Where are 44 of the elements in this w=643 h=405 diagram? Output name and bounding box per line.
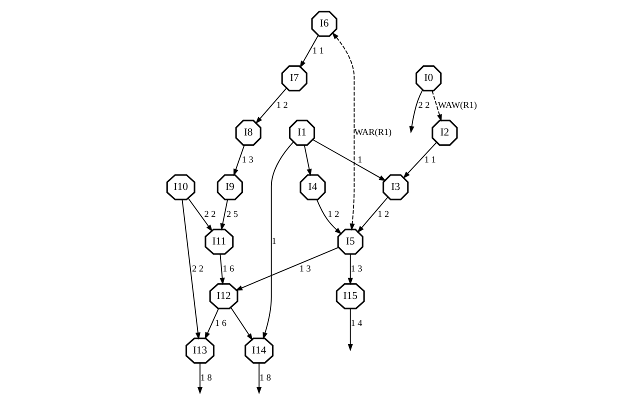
arrow bbox=[347, 308, 352, 352]
arrow bbox=[408, 89, 423, 134]
arrow bbox=[356, 196, 388, 234]
edge-label: 1 2 bbox=[327, 208, 339, 219]
arrow bbox=[230, 306, 252, 341]
edge-label: 1 2 bbox=[377, 208, 389, 219]
arrow bbox=[347, 254, 352, 286]
edge-label: 1 1 bbox=[424, 154, 436, 164]
edge-label: 1 3 bbox=[298, 263, 310, 274]
edge-label: WAR(R1) bbox=[354, 127, 392, 138]
edge-label: 2 5 bbox=[226, 208, 238, 219]
arrow bbox=[262, 142, 294, 340]
edge-label: 2 2 bbox=[418, 100, 430, 110]
edge-label: 1 2 bbox=[276, 100, 288, 110]
edge-label: 1 4 bbox=[350, 318, 362, 328]
edge-label: 1 bbox=[357, 154, 362, 164]
edge-label: 1 6 bbox=[214, 318, 226, 328]
edge-label: 1 bbox=[271, 236, 276, 246]
arrow bbox=[402, 142, 437, 179]
edge-label: 2 2 bbox=[191, 263, 203, 274]
arrow bbox=[181, 199, 200, 340]
edge-label: 1 8 bbox=[258, 372, 270, 382]
edge-label: 1 6 bbox=[222, 263, 234, 274]
arrow bbox=[431, 90, 442, 122]
edge-label: 1 1 bbox=[312, 45, 324, 56]
arrow bbox=[187, 198, 212, 232]
arrow bbox=[204, 308, 218, 340]
edge-label: 1 3 bbox=[350, 263, 362, 274]
arrow bbox=[299, 34, 318, 68]
arrow bbox=[303, 144, 312, 176]
edge-label: 2 2 bbox=[204, 208, 216, 219]
edge-label: 1 8 bbox=[200, 372, 212, 382]
edge-label: 1 3 bbox=[241, 154, 253, 164]
arrow bbox=[233, 144, 244, 176]
arrow bbox=[331, 32, 354, 231]
arrow bbox=[256, 362, 262, 394]
edge-label: WAW(R1) bbox=[437, 100, 476, 110]
arrow bbox=[234, 247, 338, 291]
arrow bbox=[196, 362, 202, 394]
arrow bbox=[254, 88, 286, 124]
arrow bbox=[219, 254, 224, 286]
arrow bbox=[312, 139, 386, 182]
arrow bbox=[220, 199, 228, 231]
arrow bbox=[316, 199, 342, 234]
